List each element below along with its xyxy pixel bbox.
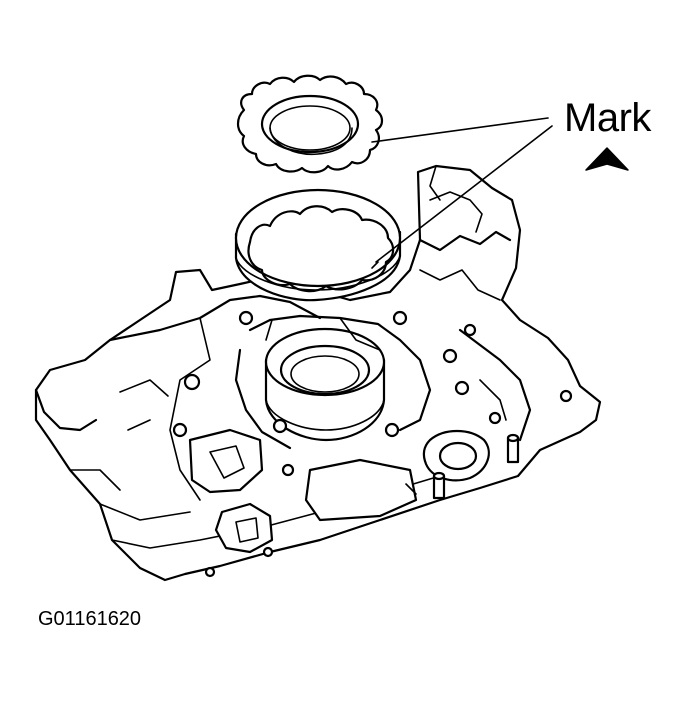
mark-label: Mark xyxy=(564,96,651,140)
mark-leader-lines xyxy=(371,117,553,263)
inner-gear xyxy=(236,74,384,174)
up-arrow-icon xyxy=(585,147,629,171)
figure-code: G01161620 xyxy=(38,608,142,630)
outer-rotor xyxy=(234,188,402,302)
pump-ports xyxy=(119,379,520,554)
pump-bore xyxy=(234,314,432,450)
